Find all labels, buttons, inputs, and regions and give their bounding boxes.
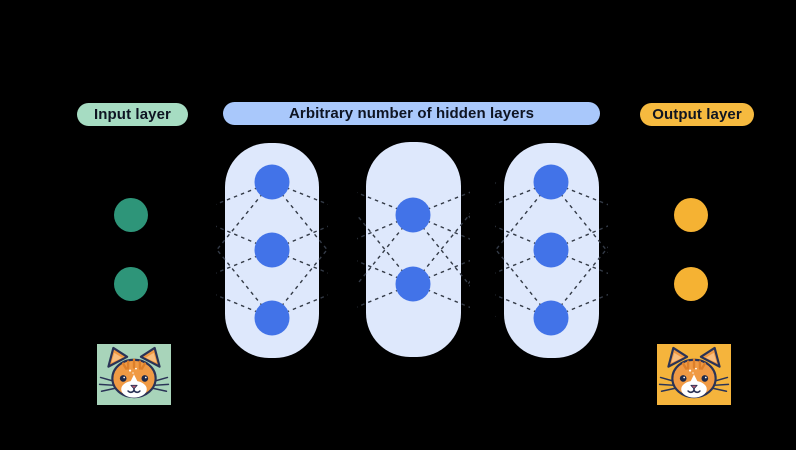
hidden-node — [533, 300, 569, 336]
output-image-tile — [657, 344, 731, 405]
hidden-node — [395, 197, 431, 233]
hidden-layers-label: Arbitrary number of hidden layers — [223, 102, 600, 125]
hidden-node — [395, 266, 431, 302]
input-layer-label: Input layer — [77, 103, 188, 126]
input-node — [114, 267, 148, 301]
output-layer-label: Output layer — [640, 103, 754, 126]
cat-icon — [97, 344, 171, 405]
hidden-layer-container — [366, 142, 461, 357]
hidden-node — [254, 300, 290, 336]
hidden-node — [533, 232, 569, 268]
output-node — [674, 267, 708, 301]
hidden-node — [254, 164, 290, 200]
cat-icon — [657, 344, 731, 405]
output-node — [674, 198, 708, 232]
hidden-node — [533, 164, 569, 200]
hidden-node — [254, 232, 290, 268]
input-image-tile — [97, 344, 171, 405]
input-node — [114, 198, 148, 232]
